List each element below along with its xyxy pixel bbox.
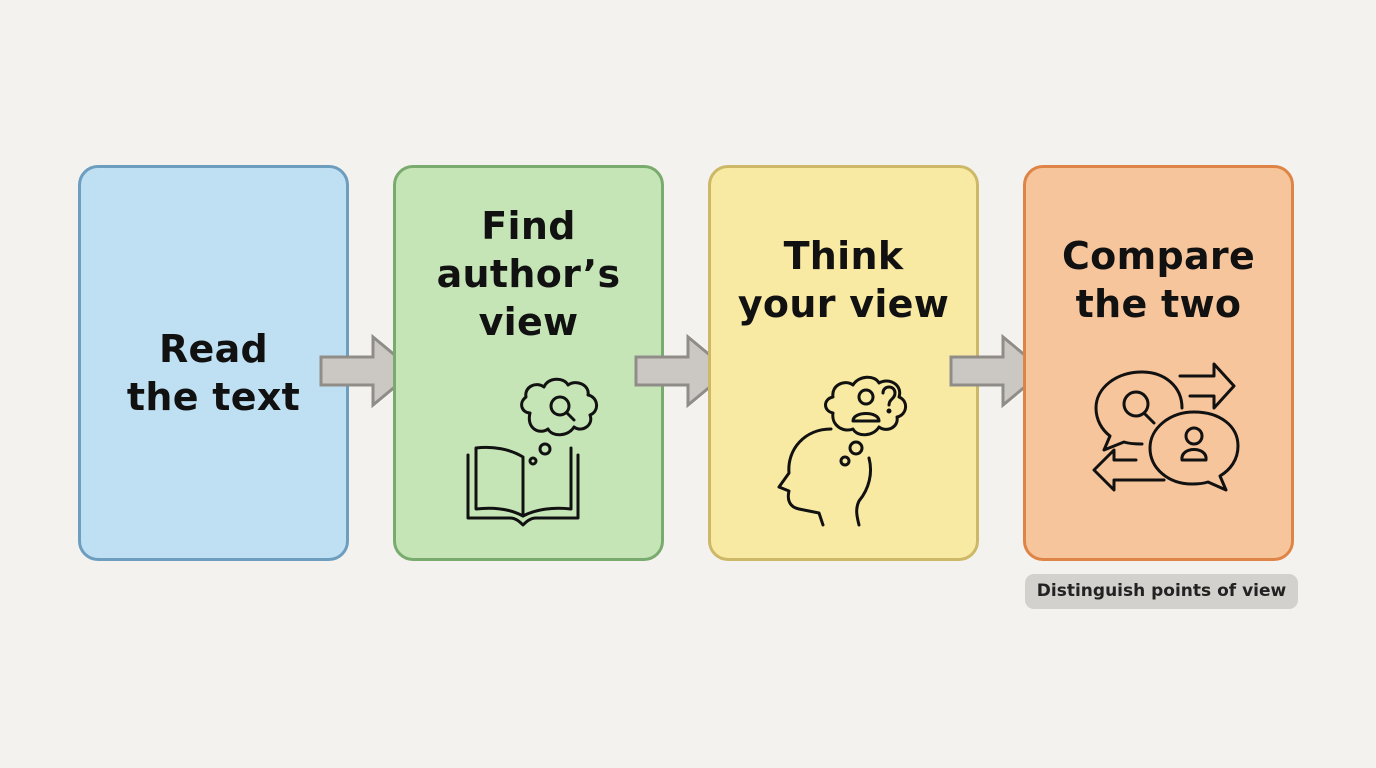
step-title: Find author’s view xyxy=(436,204,621,344)
step-title: Think your view xyxy=(737,234,950,326)
step-card-think-your-view: Think your view xyxy=(708,165,979,561)
step-card-find-author-view: Find author’s view xyxy=(393,165,664,561)
speech-bubbles-exchange-icon xyxy=(1092,362,1240,492)
head-thought-person-question-icon xyxy=(777,375,907,527)
book-thought-search-icon xyxy=(466,377,598,527)
step-card-read-text: Read the text xyxy=(78,165,349,561)
step-card-compare-the-two: Compare the two xyxy=(1023,165,1294,561)
step-title: Compare the two xyxy=(1061,234,1256,326)
step-title: Read the text xyxy=(126,327,301,419)
caption-badge: Distinguish points of view xyxy=(1025,574,1298,609)
